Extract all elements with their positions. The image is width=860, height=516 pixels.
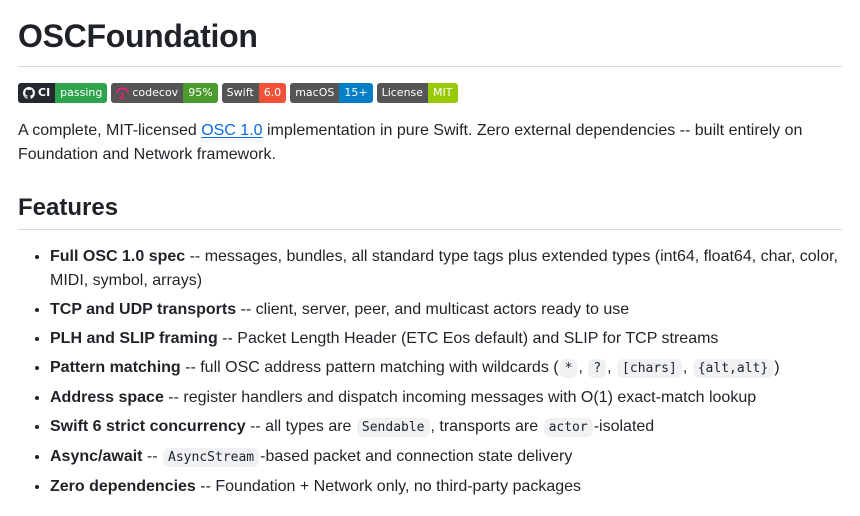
list-item: Full OSC 1.0 spec -- messages, bundles, …: [50, 244, 842, 293]
macos-badge[interactable]: macOS 15+: [290, 83, 373, 103]
inline-code: [chars]: [617, 359, 682, 378]
list-item: Address space -- register handlers and d…: [50, 385, 842, 410]
readme-document: OSCFoundation CI passing codecov 95% Swi…: [0, 0, 860, 499]
features-heading: Features: [18, 193, 842, 230]
badge-value: MIT: [428, 83, 458, 103]
badge-row: CI passing codecov 95% Swift 6.0 macOS 1…: [18, 83, 842, 103]
badge-value: 6.0: [258, 83, 287, 103]
ci-badge[interactable]: CI passing: [18, 83, 108, 103]
list-item: Pattern matching -- full OSC address pat…: [50, 355, 842, 381]
list-item: TCP and UDP transports -- client, server…: [50, 297, 842, 322]
swift-badge[interactable]: Swift 6.0: [221, 83, 287, 103]
list-item: Swift 6 strict concurrency -- all types …: [50, 414, 842, 440]
inline-code: actor: [543, 418, 593, 437]
inline-code: {alt,alt}: [692, 359, 774, 378]
license-badge[interactable]: License MIT: [376, 83, 458, 103]
inline-code: *: [559, 359, 578, 378]
page-title: OSCFoundation: [18, 0, 842, 67]
badge-value: passing: [55, 83, 108, 103]
badge-value: 15+: [339, 83, 373, 103]
badge-label: macOS: [290, 83, 340, 103]
badge-label: Swift: [221, 83, 259, 103]
badge-label: License: [376, 83, 429, 103]
codecov-umbrella-icon: [116, 87, 130, 99]
features-list: Full OSC 1.0 spec -- messages, bundles, …: [18, 244, 842, 499]
list-item: Async/await -- AsyncStream-based packet …: [50, 444, 842, 470]
badge-label: CI: [38, 86, 51, 99]
list-item: PLH and SLIP framing -- Packet Length He…: [50, 326, 842, 351]
list-item: Zero dependencies -- Foundation + Networ…: [50, 474, 842, 499]
badge-value: 95%: [183, 83, 218, 103]
github-icon: [23, 87, 35, 99]
osc-spec-link[interactable]: OSC 1.0: [201, 122, 263, 139]
codecov-badge[interactable]: codecov 95%: [111, 83, 218, 103]
badge-label: codecov: [132, 86, 179, 99]
inline-code: AsyncStream: [163, 448, 260, 467]
inline-code: Sendable: [356, 418, 430, 437]
inline-code: ?: [588, 359, 607, 378]
intro-paragraph: A complete, MIT-licensed OSC 1.0 impleme…: [18, 122, 803, 163]
